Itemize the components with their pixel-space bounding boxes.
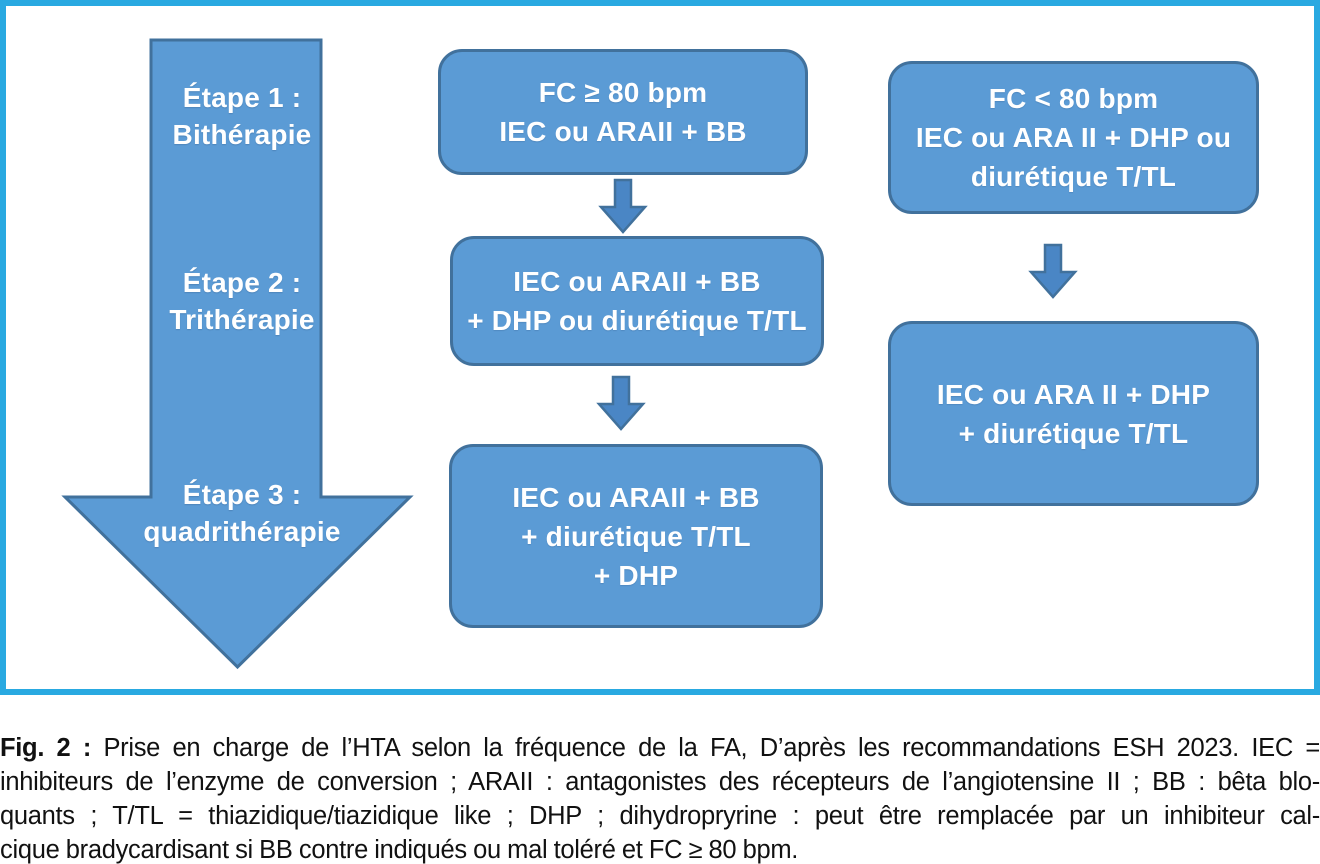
caption-text: Prise en charge de l’HTA selon la fréque…	[91, 734, 1320, 762]
stage-label-etape-3: Étape 3 : quadrithérapie	[72, 476, 412, 550]
caption-figure-number: Fig. 2 :	[0, 734, 92, 762]
flow-box-line: diurétique T/TL	[970, 161, 1177, 192]
stage-2-title: Étape 2 :	[182, 267, 302, 298]
flow-box-line: IEC ou ARA II + DHP	[936, 378, 1211, 410]
flow-box-line: FC < 80 bpm	[988, 83, 1159, 114]
stage-1-title: Étape 1 :	[182, 82, 302, 113]
diagram-frame: Étape 1 : Bithérapie Étape 2 : Trithérap…	[0, 0, 1320, 695]
down-arrow-icon	[1028, 243, 1078, 299]
stage-2-subtitle: Trithérapie	[169, 304, 315, 335]
flow-box-line: + diurétique T/TL	[521, 520, 751, 552]
down-arrow-icon	[598, 178, 648, 234]
flow-box-line: + DHP ou diurétique T/TL	[467, 305, 807, 336]
flow-box-line: + DHP	[593, 559, 679, 591]
flow-box-quadritherapie: IEC ou ARAII + BB + diurétique T/TL + DH…	[449, 444, 823, 628]
figure-caption: Fig. 2 : Prise en charge de l’HTA selon …	[0, 731, 1320, 864]
flow-box-line: IEC ou ARAII + BB	[512, 481, 760, 513]
caption-line-1: Fig. 2 : Prise en charge de l’HTA selon …	[0, 731, 1320, 765]
step-down-arrow-shape	[61, 38, 414, 670]
caption-line-3: quants ; T/TL = thiazidique/tiazidique l…	[0, 802, 1320, 830]
flow-box-line: + diurétique T/TL	[958, 417, 1189, 449]
flow-box-fc-lt-80: FC < 80 bpm IEC ou ARA II + DHP ou diuré…	[888, 61, 1259, 214]
stage-label-etape-1: Étape 1 : Bithérapie	[72, 79, 412, 153]
flow-box-line: IEC ou ARA II + DHP ou	[915, 122, 1232, 153]
stage-label-etape-2: Étape 2 : Trithérapie	[72, 264, 412, 338]
stage-1-subtitle: Bithérapie	[172, 119, 312, 150]
stage-3-subtitle: quadrithérapie	[143, 516, 341, 547]
flow-box-fc-ge-80: FC ≥ 80 bpm IEC ou ARAII + BB	[438, 49, 808, 175]
flow-box-line: IEC ou ARAII + BB	[499, 116, 747, 147]
caption-line-4: cique bradycardisant si BB contre indiqu…	[0, 836, 799, 864]
flow-box-line: FC ≥ 80 bpm	[538, 77, 708, 108]
caption-line-2: inhibiteurs de l’enzyme de conversion ; …	[0, 768, 1320, 796]
stage-3-title: Étape 3 :	[182, 479, 302, 510]
flow-box-line: IEC ou ARAII + BB	[513, 266, 761, 297]
down-arrow-icon	[596, 375, 646, 431]
flow-box-right-tritherapie: IEC ou ARA II + DHP + diurétique T/TL	[888, 321, 1259, 506]
flow-box-tritherapie: IEC ou ARAII + BB + DHP ou diurétique T/…	[450, 236, 824, 366]
